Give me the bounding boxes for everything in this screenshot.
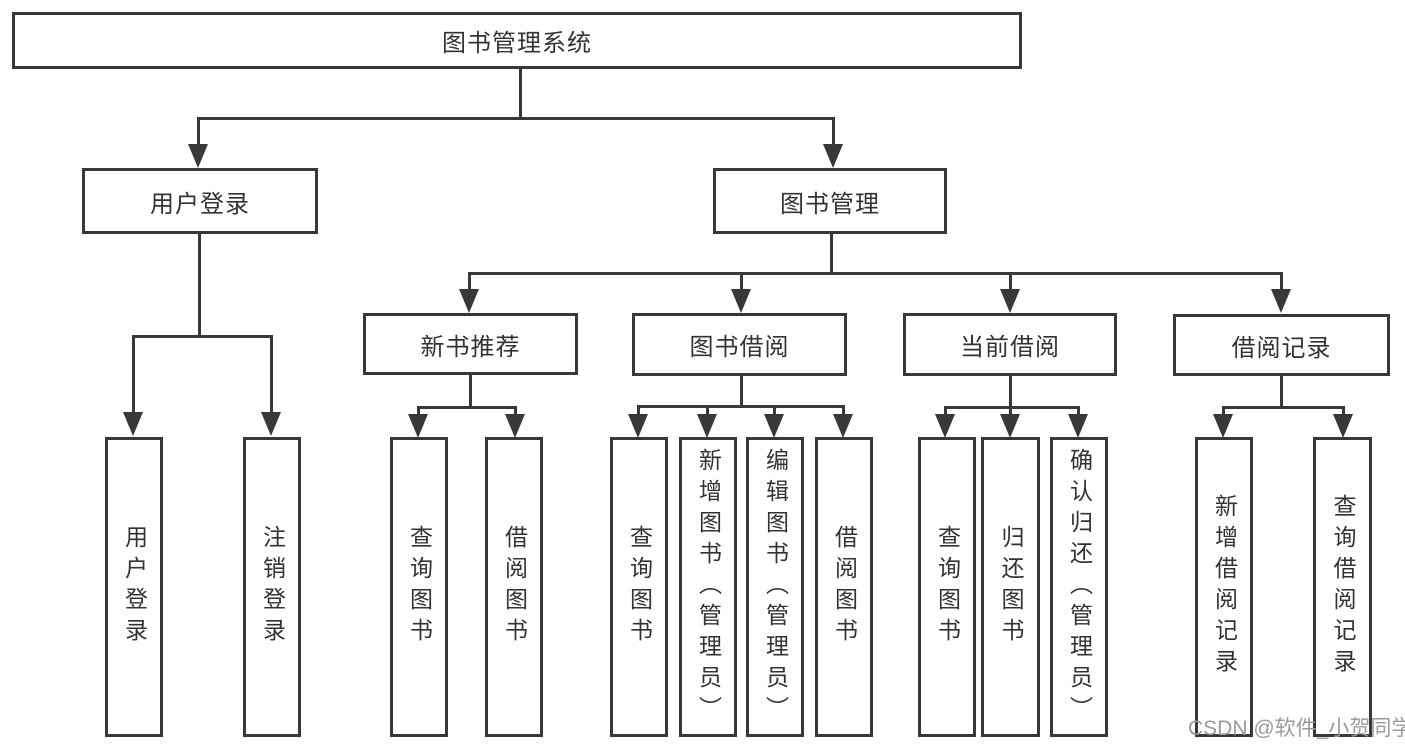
leaf-add-book-admin-label: 新增图书（管理员） (695, 447, 722, 727)
node-root-label: 图书管理系统 (442, 30, 592, 57)
connector-userlogin-stem (198, 232, 201, 337)
connector-leaf-line (842, 405, 845, 416)
connector-to-leaf-user-login (132, 335, 135, 413)
connector-to-current-borrow (1009, 272, 1012, 292)
connector-bookmgmt-stem (830, 232, 833, 275)
arrowhead-icon (823, 144, 843, 168)
arrowhead-icon (628, 414, 648, 438)
leaf-borrow-books-newrec: 借阅图书 (485, 437, 543, 737)
leaf-query-books-current-label: 查询图书 (934, 525, 961, 649)
leaf-return-book: 归还图书 (981, 437, 1040, 737)
leaf-query-borrow-record-label: 查询借阅记录 (1330, 494, 1356, 680)
node-user-login-label: 用户登录 (150, 190, 250, 218)
leaf-query-borrow-record: 查询借阅记录 (1313, 437, 1372, 737)
connector-records-stem (1280, 375, 1283, 409)
arrowhead-icon (1333, 414, 1353, 438)
leaf-edit-book-admin-label: 编辑图书（管理员） (762, 447, 789, 727)
connector-current-stem (1009, 374, 1012, 409)
connector-newrec-bar (417, 406, 517, 409)
node-book-mgmt: 图书管理 (713, 168, 947, 234)
connector-to-leaf-logout (270, 335, 273, 413)
leaf-query-books-newrec-label: 查询图书 (406, 525, 433, 649)
leaf-borrow-books-borrow: 借阅图书 (815, 437, 873, 737)
arrowhead-icon (408, 414, 428, 438)
leaf-borrow-books-newrec-label: 借阅图书 (501, 525, 528, 649)
arrowhead-icon (1000, 289, 1020, 313)
leaf-confirm-return-admin-label: 确认归还（管理员） (1066, 447, 1093, 727)
leaf-query-books-newrec: 查询图书 (390, 437, 448, 737)
connector-root-stem (519, 68, 522, 118)
node-book-mgmt-label: 图书管理 (780, 190, 880, 218)
leaf-logout: 注销登录 (243, 437, 301, 737)
leaf-confirm-return-admin: 确认归还（管理员） (1050, 437, 1108, 737)
connector-to-borrow-records (1280, 272, 1283, 292)
connector-leaf-line (1009, 406, 1012, 416)
connector-root-bar (198, 117, 835, 120)
arrowhead-icon (1213, 414, 1233, 438)
arrowhead-icon (261, 412, 281, 436)
arrowhead-icon (731, 289, 751, 313)
arrowhead-icon (459, 289, 479, 313)
arrowhead-icon (935, 414, 955, 438)
node-book-borrow-label: 图书借阅 (689, 334, 790, 361)
connector-leaf-line (1077, 406, 1080, 416)
leaf-query-books-borrow: 查询图书 (610, 437, 668, 737)
node-user-login: 用户登录 (82, 168, 318, 234)
connector-leaf-line (706, 405, 709, 416)
leaf-add-borrow-record-label: 新增借阅记录 (1211, 494, 1238, 680)
node-root: 图书管理系统 (12, 12, 1022, 69)
connector-borrow-stem (740, 374, 743, 408)
node-book-borrow: 图书借阅 (632, 313, 847, 376)
leaf-user-login-label: 用户登录 (121, 525, 148, 649)
leaf-edit-book-admin: 编辑图书（管理员） (746, 437, 804, 737)
connector-bookmgmt-bar (468, 272, 1283, 275)
node-new-book-rec-label: 新书推荐 (420, 333, 521, 361)
leaf-borrow-books-borrow-label: 借阅图书 (831, 525, 858, 649)
connector-leaf-line (637, 405, 640, 416)
connector-leaf-line (773, 405, 776, 416)
arrowhead-icon (505, 414, 525, 438)
arrowhead-icon (1271, 289, 1291, 313)
connector-records-bar (1222, 406, 1345, 409)
node-new-book-rec: 新书推荐 (363, 313, 578, 375)
connector-userlogin-bar (132, 335, 273, 338)
node-current-borrow-label: 当前借阅 (960, 334, 1060, 361)
connector-leaf-line (944, 406, 947, 416)
connector-current-bar (944, 406, 1080, 409)
arrowhead-icon (1068, 414, 1088, 438)
connector-to-book-borrow (740, 272, 743, 292)
leaf-return-book-label: 归还图书 (998, 525, 1024, 649)
arrowhead-icon (833, 414, 853, 438)
arrowhead-icon (764, 414, 784, 438)
arrowhead-icon (188, 144, 208, 168)
connector-leaf-line (514, 406, 517, 416)
connector-leaf-line (417, 406, 420, 416)
connector-leaf-line (1342, 406, 1345, 416)
connector-to-new-book-rec (468, 272, 471, 292)
connector-leaf-line (1222, 406, 1225, 416)
arrowhead-icon (123, 412, 143, 436)
csdn-watermark: CSDN @软件_小贺同学 (1188, 717, 1405, 740)
leaf-add-borrow-record: 新增借阅记录 (1195, 437, 1253, 737)
arrowhead-icon (1000, 414, 1020, 438)
connector-newrec-stem (469, 373, 472, 409)
leaf-add-book-admin: 新增图书（管理员） (679, 437, 737, 737)
leaf-logout-label: 注销登录 (259, 525, 286, 649)
connector-to-user-login (197, 117, 200, 145)
leaf-user-login: 用户登录 (105, 437, 163, 737)
node-borrow-records: 借阅记录 (1173, 314, 1390, 376)
node-current-borrow: 当前借阅 (903, 313, 1117, 376)
connector-borrow-bar (637, 405, 845, 408)
arrowhead-icon (697, 414, 717, 438)
node-borrow-records-label: 借阅记录 (1231, 334, 1332, 362)
connector-to-book-mgmt (832, 117, 835, 145)
leaf-query-books-current: 查询图书 (918, 437, 976, 737)
leaf-query-books-borrow-label: 查询图书 (626, 525, 653, 649)
